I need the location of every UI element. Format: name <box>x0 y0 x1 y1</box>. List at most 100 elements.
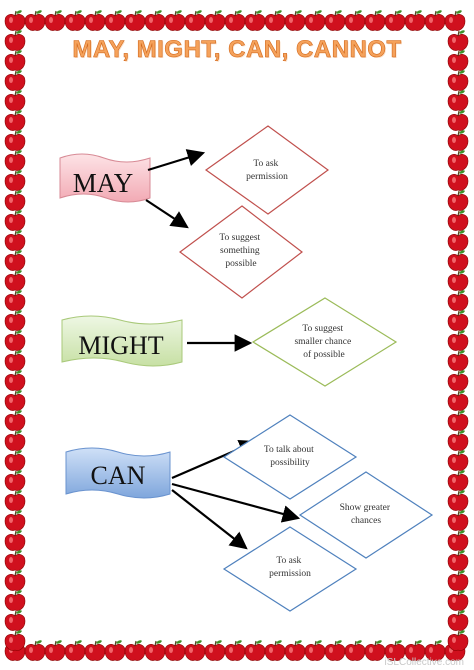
apple-icon <box>124 640 146 661</box>
apple-icon <box>447 370 469 391</box>
apple-icon <box>4 590 26 611</box>
might-meaning-1-diamond <box>251 297 398 387</box>
may-meaning-2-line-3: possible <box>225 259 256 269</box>
apple-icon <box>404 640 426 661</box>
apple-icon <box>447 110 469 131</box>
apple-icon <box>284 10 306 31</box>
apple-icon <box>24 10 46 31</box>
apple-icon <box>244 10 266 31</box>
svg-text:Show greater chances: Show greater chances <box>340 503 393 526</box>
apple-icon <box>284 640 306 661</box>
apple-icon <box>4 510 26 531</box>
apple-icon <box>404 10 426 31</box>
apple-icon <box>4 490 26 511</box>
apple-icon <box>344 10 366 31</box>
apple-icon <box>4 210 26 231</box>
can-meaning-3-line-2: permission <box>269 569 311 579</box>
apple-icon <box>447 450 469 471</box>
svg-text:To ask permission: To ask permission <box>246 159 288 182</box>
can-meaning-2-line-2: chances <box>351 516 381 526</box>
group-might: MIGHT To suggest smaller chance of possi… <box>61 297 398 387</box>
apple-icon <box>447 590 469 611</box>
apple-icon <box>4 550 26 571</box>
group-can: CAN To talk about possibility Show great… <box>65 414 434 612</box>
apple-icon <box>424 10 446 31</box>
apple-icon <box>364 640 386 661</box>
apple-icon <box>4 470 26 491</box>
apple-icon <box>84 640 106 661</box>
svg-text:To suggest something: To suggest something possible <box>219 233 262 269</box>
apple-icon <box>4 350 26 371</box>
can-meaning-3-line-1: To ask <box>276 556 301 566</box>
apple-icon <box>4 130 26 151</box>
apple-icon <box>4 330 26 351</box>
watermark: iSLCollective.com <box>384 657 464 668</box>
svg-text:To talk about possibilit: To talk about possibility <box>264 445 316 468</box>
might-meaning-1-line-2: smaller chance <box>294 337 351 347</box>
apple-icon <box>304 640 326 661</box>
may-meaning-1-line-2: permission <box>246 172 288 182</box>
can-arrow-2 <box>171 482 301 523</box>
can-meaning-3-diamond <box>222 526 358 612</box>
apple-icon <box>4 170 26 191</box>
apple-icon <box>4 430 26 451</box>
apple-icon <box>304 10 326 31</box>
apple-icon <box>4 570 26 591</box>
may-meaning-2-diamond <box>178 205 303 299</box>
apple-icon <box>144 640 166 661</box>
apple-icon <box>144 10 166 31</box>
apple-icon <box>104 640 126 661</box>
apple-icon <box>447 230 469 251</box>
apple-icon <box>4 290 26 311</box>
may-meaning-2-line-2: something <box>220 246 260 256</box>
apple-icon <box>424 640 446 661</box>
apple-icon <box>447 390 469 411</box>
apple-icon <box>24 640 46 661</box>
svg-text:To suggest smaller chanc: To suggest smaller chance of possible <box>294 324 353 360</box>
apple-icon <box>4 410 26 431</box>
apple-icon <box>447 90 469 111</box>
apple-icon <box>64 640 86 661</box>
apple-icon <box>447 550 469 571</box>
apple-icon <box>447 250 469 271</box>
apple-icon <box>164 10 186 31</box>
may-meaning-1-line-1: To ask <box>253 159 278 169</box>
apple-icon <box>447 130 469 151</box>
may-arrow-1 <box>147 149 206 172</box>
may-word: MAY <box>73 168 134 198</box>
apple-icon <box>364 10 386 31</box>
apple-icon <box>4 110 26 131</box>
apple-icon <box>4 10 26 31</box>
apple-icon <box>384 10 406 31</box>
apple-icon <box>4 310 26 331</box>
apple-icon <box>4 450 26 471</box>
apple-icon <box>4 390 26 411</box>
apple-icon <box>4 30 26 51</box>
apple-icon <box>447 490 469 511</box>
might-word: MIGHT <box>78 331 163 360</box>
apple-icon <box>164 640 186 661</box>
can-meaning-1-line-2: possibility <box>270 458 310 468</box>
apple-icon <box>4 250 26 271</box>
apple-icon <box>447 430 469 451</box>
apple-icon <box>264 640 286 661</box>
apple-icon <box>447 630 469 651</box>
apple-icon <box>4 530 26 551</box>
apple-icon <box>447 470 469 491</box>
apple-icon <box>447 290 469 311</box>
can-meaning-2-diamond <box>298 471 434 559</box>
can-flag <box>65 447 171 499</box>
apple-icon <box>204 10 226 31</box>
apple-icon <box>4 150 26 171</box>
apple-icon <box>447 70 469 91</box>
apple-icon <box>84 10 106 31</box>
might-meaning-1-line-3: of possible <box>303 349 344 360</box>
apple-icon <box>44 10 66 31</box>
apple-icon <box>184 640 206 661</box>
might-meaning-1-line-1: To suggest <box>302 324 343 334</box>
apple-icon <box>4 190 26 211</box>
apple-icon <box>447 570 469 591</box>
apple-icon <box>184 10 206 31</box>
apple-icon <box>444 10 466 31</box>
